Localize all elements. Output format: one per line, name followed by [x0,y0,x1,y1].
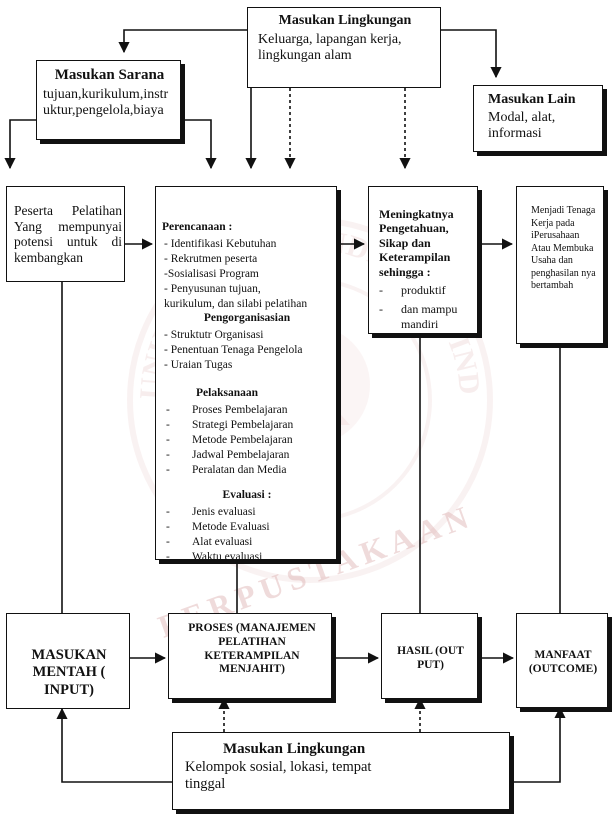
pengorganisasian-title: Pengorganisasian [203,312,291,324]
env-top-title: Masukan Lingkungan [278,13,412,28]
env-bottom-body: Kelompok sosial, lokasi, tempat tinggal [185,759,372,793]
output-detail-item: -dan mampu mandiri [379,302,458,331]
evaluasi-item: -Waktu evaluasi [166,550,263,563]
pengorganisasian-item: - Penentuan Tenaga Pengelola [164,343,303,356]
peserta-text: Peserta Pelatihan Yang mempunyai potensi… [14,203,122,265]
evaluasi-item: -Metode Evaluasi [166,520,270,533]
benefit-detail-box: Menjadi Tenaga Kerja pada iPerusahaan At… [516,186,604,344]
process-label: PROSES (MANAJEMEN PELATIHAN KETERAMPILAN… [188,622,316,676]
output-detail-title: Meningkatnya Pengetahuan, Sikap dan Kete… [379,207,454,279]
process-box: PROSES (MANAJEMEN PELATIHAN KETERAMPILAN… [168,613,332,699]
input-label: MASUKAN MENTAH ( INPUT) [31,647,107,698]
sarana-title: Masukan Sarana [54,67,165,83]
pelaksanaan-item: -Metode Pembelajaran [166,433,293,446]
outcome-box: MANFAAT (OUTCOME) [516,613,608,708]
pelaksanaan-title: Pelaksanaan [196,387,258,399]
pelaksanaan-items: -Proses Pembelajaran -Strategi Pembelaja… [166,403,336,478]
perencanaan-item: kurikulum, dan silabi pelatihan [164,297,308,310]
process-detail-box: Perencanaan : - Identifikasi Kebutuhan -… [155,186,337,563]
pelaksanaan-item: -Peralatan dan Media [166,463,287,476]
sarana-box: Masukan Sarana tujuan,kurikulum,instr uk… [36,60,181,140]
benefit-detail-text: Menjadi Tenaga Kerja pada iPerusahaan At… [531,205,596,291]
output-box: HASIL (OUT PUT) [381,613,478,699]
pengorganisasian-item: - Struktutr Organisasi [164,329,264,341]
pelaksanaan-item: -Proses Pembelajaran [166,404,288,416]
pelaksanaan-item: -Jadwal Pembelajaran [166,448,290,461]
peserta-box: Peserta Pelatihan Yang mempunyai potensi… [6,186,125,282]
evaluasi-item: -Alat evaluasi [166,535,253,548]
perencanaan-item: - Rekrutmen peserta [164,252,258,265]
output-detail-box: Meningkatnya Pengetahuan, Sikap dan Kete… [368,186,478,334]
evaluasi-title: Evaluasi : [222,489,272,501]
perencanaan-item: - Penyusunan tujuan, [164,282,261,295]
env-bottom-box: Masukan Lingkungan Kelompok sosial, loka… [172,732,510,810]
perencanaan-item: -Sosialisasi Program [164,267,259,280]
output-detail-items: -produktif -dan mampu mandiri [379,283,477,332]
env-top-box: Masukan Lingkungan Keluarga, lapangan ke… [247,7,441,88]
env-top-body: Keluarga, lapangan kerja, lingkungan ala… [258,32,402,64]
outcome-label: MANFAAT (OUTCOME) [528,649,598,676]
perencanaan-items: - Identifikasi Kebutuhan - Rekrutmen pes… [164,237,336,312]
pengorganisasian-items: - Struktutr Organisasi - Penentuan Tenag… [164,328,336,373]
lain-body: Modal, alat, informasi [488,110,556,142]
pengorganisasian-item: - Uraian Tugas [164,358,233,371]
evaluasi-items: -Jenis evaluasi -Metode Evaluasi -Alat e… [166,505,336,565]
perencanaan-item: - Identifikasi Kebutuhan [164,238,277,250]
perencanaan-title: Perencanaan : [162,221,233,233]
sarana-body: tujuan,kurikulum,instr uktur,pengelola,b… [43,87,169,119]
input-box: MASUKAN MENTAH ( INPUT) [6,613,130,709]
lain-title: Masukan Lain [488,92,576,107]
lain-box: Masukan Lain Modal, alat, informasi [473,85,603,152]
evaluasi-item: -Jenis evaluasi [166,506,256,518]
env-bottom-title: Masukan Lingkungan [223,741,366,757]
output-detail-item: -produktif [379,283,446,297]
pelaksanaan-item: -Strategi Pembelajaran [166,418,294,431]
output-label: HASIL (OUT PUT) [397,645,464,672]
